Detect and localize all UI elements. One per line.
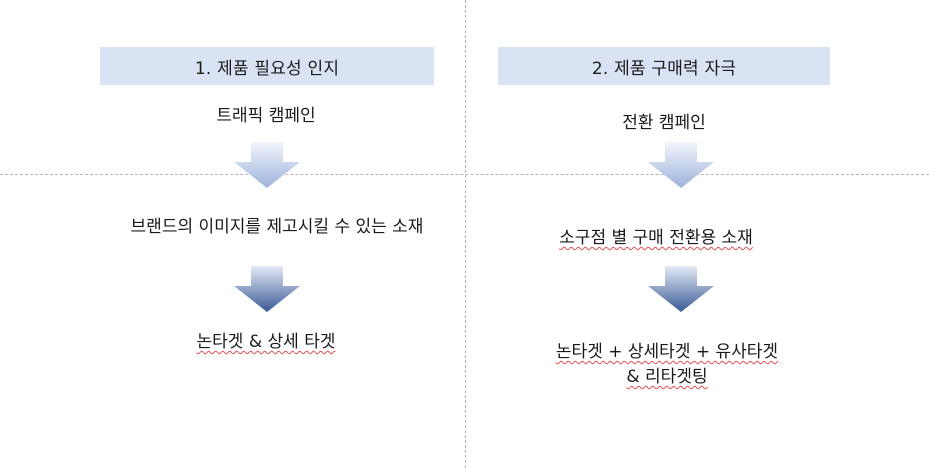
step-2-header-label: 2. 제품 구매력 자극 [591, 58, 737, 79]
right-targeting-line-1: 논타겟 + 상세타겟 + 유사타겟 [555, 342, 779, 362]
right-creative-text: 소구점 별 구매 전환용 소재 [559, 228, 753, 248]
right-targeting-line-2: & 리타겟팅 [626, 367, 708, 387]
left-arrow-down-icon-1 [234, 142, 300, 188]
right-arrow-down-icon-1 [648, 142, 714, 188]
right-creative-label: 소구점 별 구매 전환용 소재 [559, 226, 753, 250]
step-1-header: 1. 제품 필요성 인지 [100, 47, 434, 85]
vertical-divider [465, 0, 466, 468]
right-campaign-label: 전환 캠페인 [622, 113, 706, 133]
left-arrow-down-icon-2 [234, 266, 300, 312]
horizontal-divider [0, 174, 929, 175]
step-1-header-label: 1. 제품 필요성 인지 [194, 58, 340, 79]
left-creative-label: 브랜드의 이미지를 제고시킬 수 있는 소재 [131, 215, 424, 239]
step-2-header: 2. 제품 구매력 자극 [498, 47, 830, 85]
left-targeting-label: 논타겟 & 상세 타겟 [196, 332, 336, 352]
left-campaign-label: 트래픽 캠페인 [216, 106, 316, 126]
right-arrow-down-icon-2 [648, 266, 714, 312]
left-creative-text: 브랜드의 이미지를 제고시킬 수 있는 소재 [130, 217, 424, 237]
